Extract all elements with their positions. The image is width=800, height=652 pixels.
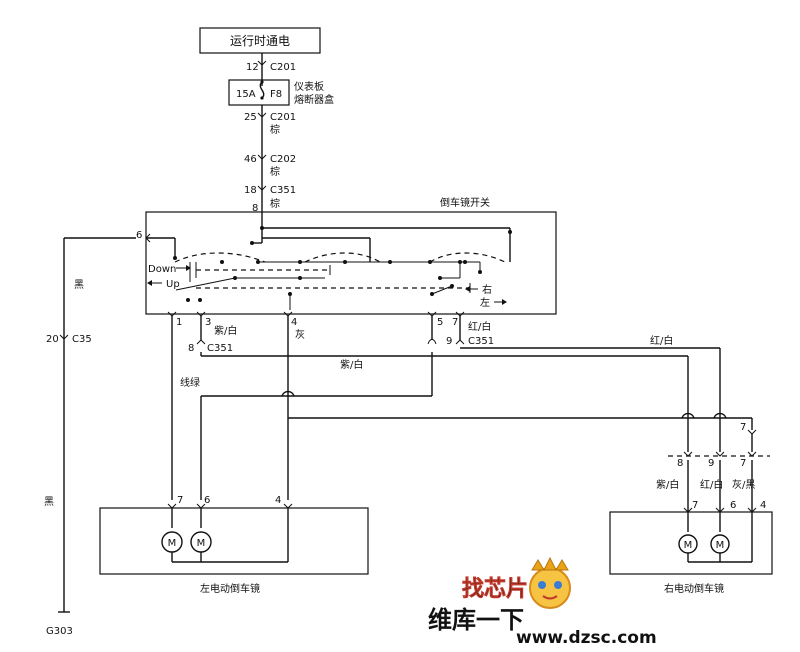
left-mirror-pin-4: 4	[275, 495, 281, 506]
c201-top-name: C201	[270, 62, 296, 73]
left-mirror-title: 左电动倒车镜	[200, 582, 260, 595]
power-box: 运行时通电	[199, 27, 321, 54]
c351-wire-color: 棕	[270, 197, 280, 210]
c201-wire-color: 棕	[270, 123, 280, 136]
power-label: 运行时通电	[230, 34, 290, 48]
pin7-wire-color: 红/白	[468, 320, 491, 333]
c351-left-name: C351	[207, 343, 233, 354]
pin3-wire-color: 紫/白	[214, 324, 237, 337]
right-wire-color-3: 灰/黑	[732, 478, 755, 491]
switch-down-label: Down	[148, 264, 176, 275]
right-wire-color-1: 紫/白	[656, 478, 679, 491]
fuse-box-name-1: 仪表板	[294, 80, 324, 93]
switch-left-label: 左	[480, 296, 490, 309]
c351-right-pin: 9	[446, 336, 452, 347]
c351-right-name: C351	[468, 336, 494, 347]
switch-pin-top: 8	[252, 203, 258, 214]
mirror-switch: 倒车镜开关 Down Up	[136, 196, 557, 341]
switch-title: 倒车镜开关	[440, 196, 490, 209]
right-conn-pin-7: 7	[740, 458, 746, 469]
fuse-rating: 15A	[236, 89, 256, 100]
switch-pin-4: 4	[291, 317, 297, 328]
c202-name: C202	[270, 154, 296, 165]
ground-label: G303	[46, 626, 73, 637]
fuse-box: 15A F8 仪表板 熔断器盒	[228, 79, 334, 106]
switch-pin-7: 7	[452, 317, 458, 328]
harness-wires: 8 C351 紫/白 线绿 7 9 C351 红/白	[171, 316, 770, 512]
watermark-bottom-text: 维库一下	[428, 606, 524, 634]
right-wire-red-white: 红/白	[650, 334, 673, 347]
c35-name: C35	[72, 334, 92, 345]
switch-pin-3: 3	[205, 317, 211, 328]
c202-pin: 46	[244, 154, 257, 165]
mid-wire-purple-white: 紫/白	[340, 358, 363, 371]
ground-wire-color-lower: 黑	[44, 496, 54, 508]
left-mirror: 7 6 4 M M 左电动倒车镜	[99, 495, 369, 595]
watermark-url: www.dzsc.com	[516, 628, 657, 648]
fuse-id: F8	[270, 89, 282, 100]
fuse-box-name-2: 熔断器盒	[294, 93, 334, 106]
c351-top-pin: 18	[244, 185, 257, 196]
right-top-pin: 7	[740, 422, 746, 433]
c202-wire-color: 棕	[270, 165, 280, 178]
right-mirror-title: 右电动倒车镜	[664, 582, 724, 595]
c201-top-pin: 12	[246, 62, 259, 73]
left-mirror-pin-6: 6	[204, 495, 210, 506]
c351-top-name: C351	[270, 185, 296, 196]
switch-right-label: 右	[482, 283, 492, 296]
c351-left-pin: 8	[188, 343, 194, 354]
switch-pin-1: 1	[176, 317, 182, 328]
connector-c202: 46 C202 棕	[244, 154, 296, 178]
c35-pin: 20	[46, 334, 59, 345]
connector-c201-top: 12 C201	[246, 60, 296, 73]
right-mirror-pin-7: 7	[692, 500, 698, 511]
connector-c351-top: 18 C351 棕 8	[244, 185, 296, 214]
right-conn-pin-8: 8	[677, 458, 683, 469]
left-mirror-pin-7: 7	[177, 495, 183, 506]
right-conn-pin-9: 9	[708, 458, 714, 469]
right-motor-2-label: M	[716, 540, 725, 551]
right-wire-color-2: 红/白	[700, 478, 723, 491]
left-motor-1-label: M	[168, 538, 177, 549]
c201-bottom-name: C201	[270, 112, 296, 123]
right-mirror-pin-6: 6	[730, 500, 736, 511]
left-motor-2-label: M	[197, 538, 206, 549]
c201-bottom-pin: 25	[244, 112, 257, 123]
ground-circuit: 黑 20 C35 黑 G303	[44, 237, 136, 637]
switch-pin-5: 5	[437, 317, 443, 328]
watermark-logo: 找芯片 维库一下 www.dzsc.com	[428, 556, 657, 648]
right-motor-1-label: M	[684, 540, 693, 551]
green-wire-label: 线绿	[180, 376, 200, 389]
watermark-top-text: 找芯片	[462, 577, 528, 602]
pin4-wire-color: 灰	[295, 328, 305, 341]
connector-c201-bottom: 25 C201 棕	[244, 112, 296, 136]
right-mirror: 7 6 4 M M 右电动倒车镜	[609, 500, 773, 595]
switch-up-label: Up	[166, 279, 180, 290]
right-mirror-pin-4: 4	[760, 500, 766, 511]
switch-pin-left: 6	[136, 230, 142, 241]
ground-wire-color-upper: 黑	[74, 279, 84, 291]
